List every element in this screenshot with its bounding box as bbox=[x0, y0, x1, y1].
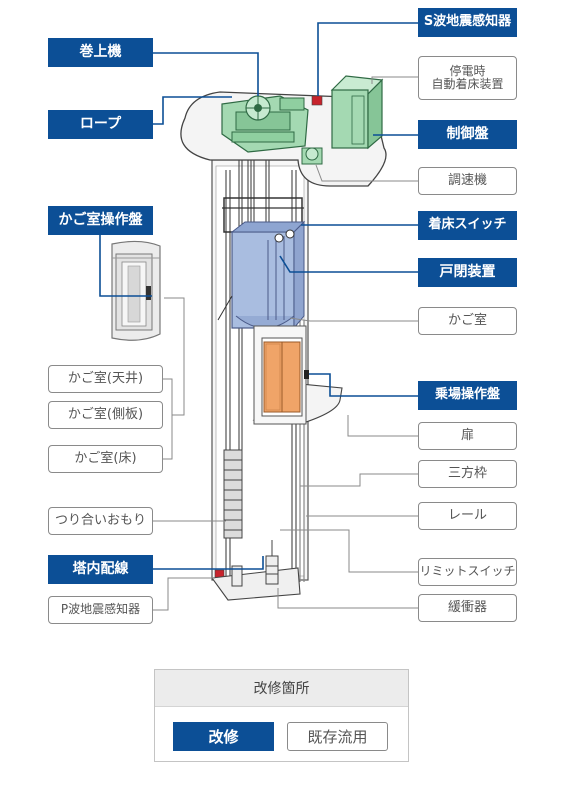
label-blackout-landing-line1: 停電時 bbox=[449, 63, 486, 78]
label-rail: レール bbox=[418, 502, 517, 530]
label-door: 扉 bbox=[418, 422, 517, 450]
legend-renovated: 改修 bbox=[173, 722, 274, 751]
governor bbox=[301, 147, 323, 165]
label-car-ceiling: かご室(天井) bbox=[48, 365, 163, 393]
label-blackout-landing: 停電時 自動着床装置 bbox=[418, 56, 517, 100]
label-hall-panel: 乗場操作盤 bbox=[418, 381, 517, 410]
s-wave-sensor bbox=[311, 95, 323, 106]
label-governor: 調速機 bbox=[418, 167, 517, 195]
label-control-panel: 制御盤 bbox=[418, 120, 517, 149]
legend-existing: 既存流用 bbox=[287, 722, 388, 751]
label-blackout-landing-line2: 自動着床装置 bbox=[431, 77, 504, 91]
counterweight bbox=[223, 449, 243, 539]
label-three-frame: 三方枠 bbox=[418, 460, 517, 488]
legend: 改修箇所 改修 既存流用 bbox=[154, 669, 409, 762]
label-car-side: かご室(側板) bbox=[48, 401, 163, 429]
label-buffer: 緩衝器 bbox=[418, 594, 517, 622]
label-s-wave-seismic: S波地震感知器 bbox=[418, 8, 517, 37]
car-panel-illustration bbox=[111, 240, 161, 341]
label-rope: ロープ bbox=[48, 110, 153, 139]
landing-hall bbox=[252, 325, 343, 425]
label-car-floor: かご室(床) bbox=[48, 445, 163, 473]
label-hoist: 巻上機 bbox=[48, 38, 153, 67]
label-car: かご室 bbox=[418, 307, 517, 335]
control-panel-cabinet bbox=[330, 75, 384, 150]
label-landing-switch: 着床スイッチ bbox=[418, 211, 517, 240]
label-limit-switch: リミットスイッチ bbox=[418, 558, 517, 586]
label-car-panel: かご室操作盤 bbox=[48, 206, 153, 235]
label-counterweight: つり合いおもり bbox=[48, 507, 153, 535]
label-shaft-wiring: 塔内配線 bbox=[48, 555, 153, 584]
hall-button-box bbox=[304, 370, 309, 379]
label-door-device: 戸閉装置 bbox=[418, 258, 517, 287]
legend-title: 改修箇所 bbox=[155, 670, 408, 707]
hoist-machine bbox=[221, 95, 309, 153]
label-p-wave-seismic: P波地震感知器 bbox=[48, 596, 153, 624]
